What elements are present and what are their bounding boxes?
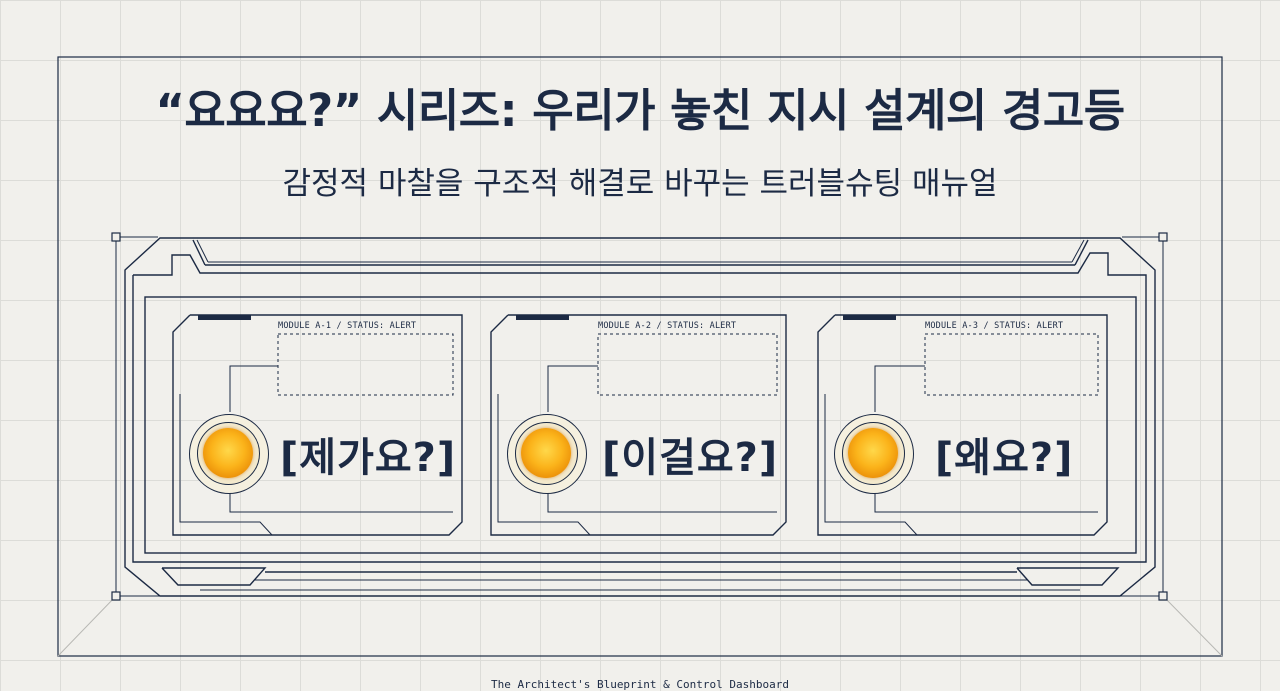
alert-lamp-icon: [834, 414, 914, 494]
module-status-label: MODULE A-3 / STATUS: ALERT: [925, 321, 1064, 331]
alert-question-text: [제가요?]: [280, 435, 457, 481]
footer-caption: The Architect's Blueprint & Control Dash…: [490, 678, 789, 691]
alert-lamp-icon: [189, 414, 269, 494]
module-status-label: MODULE A-2 / STATUS: ALERT: [598, 321, 737, 331]
module-status-label: MODULE A-1 / STATUS: ALERT: [278, 321, 417, 331]
alert-question-text: [이걸요?]: [602, 435, 779, 481]
page-subtitle: 감정적 마찰을 구조적 해결로 바꾸는 트러블슈팅 매뉴얼: [282, 166, 998, 202]
page-title: “요요요?” 시리즈: 우리가 놓친 지시 설계의 경고등: [155, 84, 1125, 137]
alert-lamp-icon: [507, 414, 587, 494]
alert-question-text: [왜요?]: [935, 435, 1074, 481]
